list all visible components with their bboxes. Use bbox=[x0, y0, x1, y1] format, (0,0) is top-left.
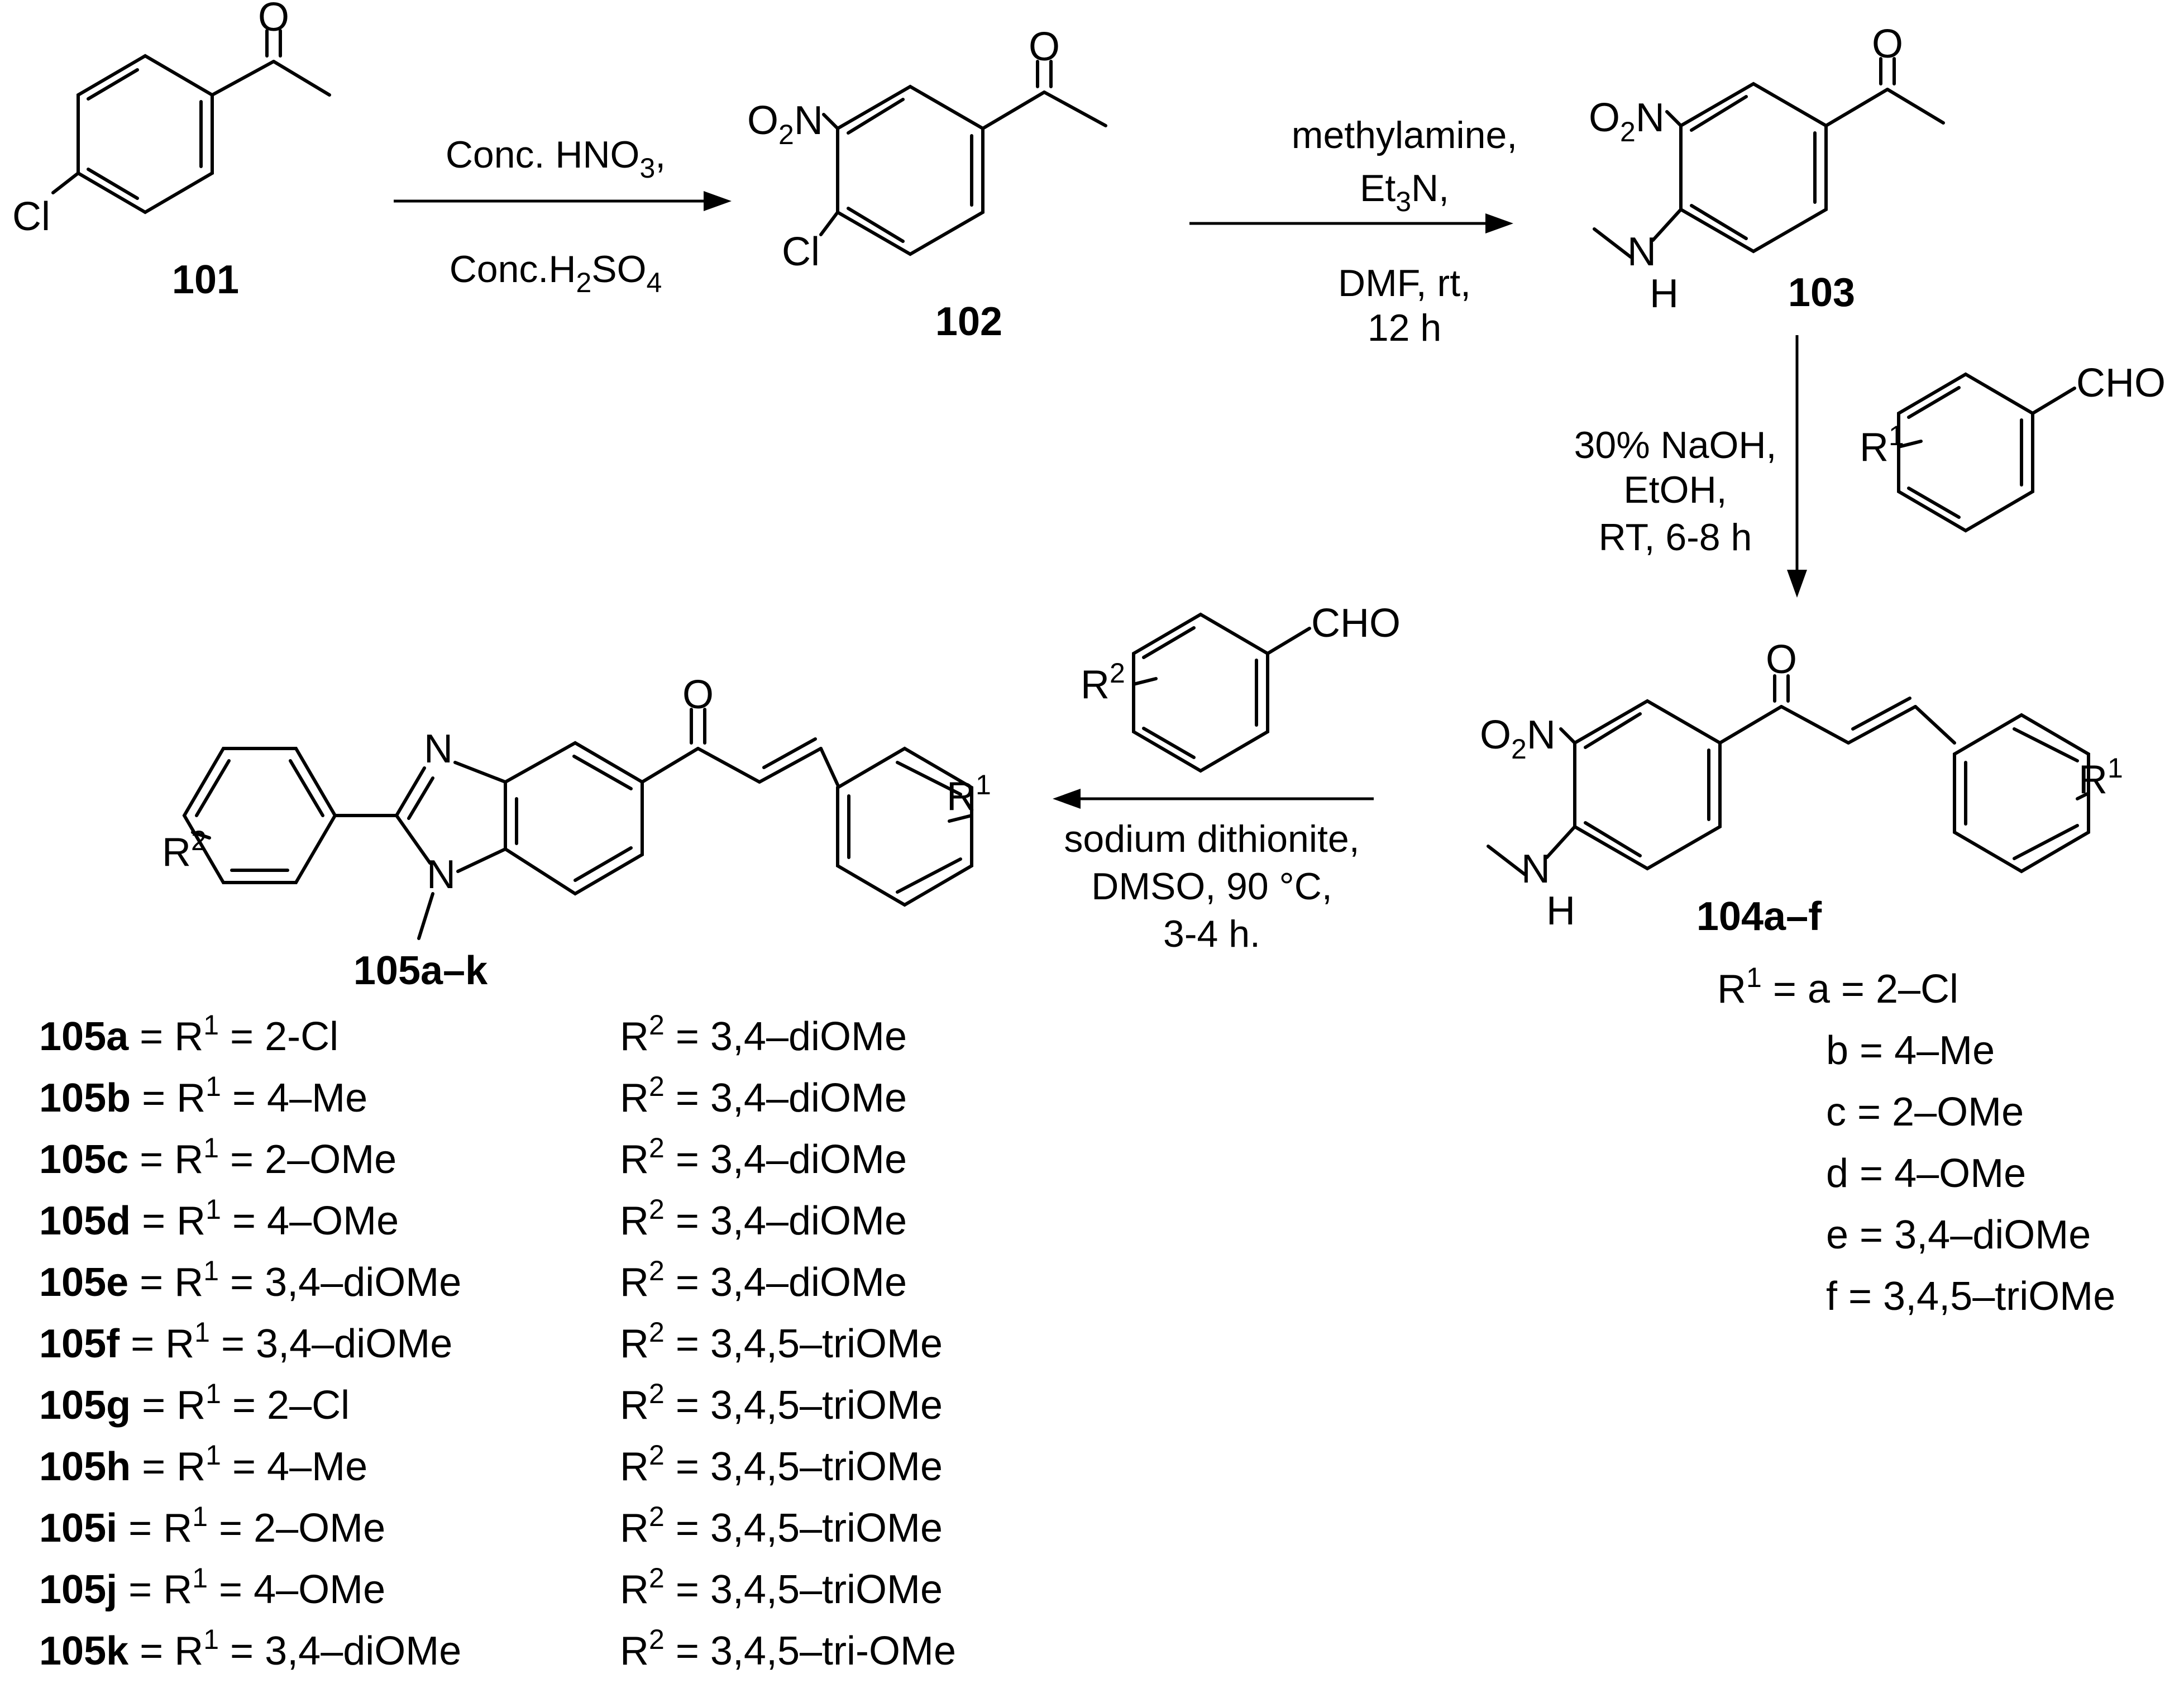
step1-condition-line2: Conc.H2SO4 bbox=[450, 248, 662, 298]
compound-label-105: 105a–k bbox=[353, 948, 488, 993]
step4-condition-line2: DMSO, 90 °C, bbox=[1091, 865, 1332, 908]
nitro-group: O2N bbox=[1589, 96, 1665, 147]
arrow-head-4 bbox=[1053, 789, 1081, 809]
step2-condition-line3: DMF, rt, bbox=[1338, 262, 1471, 304]
atom-o: O bbox=[1872, 22, 1903, 66]
step3-condition-line2: EtOH, bbox=[1623, 469, 1727, 511]
table-row-r1: 105f = R1 = 3,4–diOMe bbox=[39, 1317, 452, 1366]
compound-102-structure: O O2N Cl bbox=[747, 25, 1107, 274]
r2-substituent: R2 bbox=[1081, 657, 1125, 707]
r1-list-head: R1 = a = 2–Cl bbox=[1717, 962, 1958, 1012]
compound-label-101: 101 bbox=[172, 258, 239, 302]
r1-list-item: f = 3,4,5–triOMe bbox=[1826, 1274, 2115, 1319]
atom-n: N bbox=[1521, 847, 1550, 891]
r1-list-item: e = 3,4–diOMe bbox=[1826, 1213, 2091, 1257]
arrow-head-3 bbox=[1787, 570, 1807, 598]
table-row-r1: 105j = R1 = 4–OMe bbox=[39, 1562, 385, 1612]
table-row-r1: 105b = R1 = 4–Me bbox=[39, 1071, 367, 1120]
atom-n: N bbox=[424, 727, 453, 771]
table-row-r1: 105a = R1 = 2-Cl bbox=[39, 1009, 338, 1059]
r2-substituent: R2 bbox=[162, 825, 207, 875]
compound-label-103: 103 bbox=[1788, 270, 1855, 315]
atom-o: O bbox=[1029, 25, 1060, 69]
r1-list-item: d = 4–OMe bbox=[1826, 1151, 2026, 1196]
arrow-head-1 bbox=[704, 191, 732, 211]
aldehyde-group: CHO bbox=[2076, 361, 2166, 406]
table-row-r1: 105g = R1 = 2–Cl bbox=[39, 1378, 350, 1428]
table-row-r2: R2 = 3,4,5–triOMe bbox=[620, 1501, 943, 1551]
r1-substituent: R1 bbox=[947, 769, 991, 819]
step2-condition-line4: 12 h bbox=[1368, 307, 1441, 349]
atom-n: N bbox=[1627, 230, 1656, 274]
table-row-r1: 105c = R1 = 2–OMe bbox=[39, 1132, 396, 1182]
table-row-r2: R2 = 3,4–diOMe bbox=[620, 1009, 907, 1059]
table-row-r1: 105i = R1 = 2–OMe bbox=[39, 1501, 385, 1551]
aldehyde-r2-structure: CHO R2 bbox=[1081, 601, 1401, 773]
nitro-group: O2N bbox=[1480, 713, 1556, 765]
atom-n: N bbox=[427, 852, 456, 897]
compound-101-structure: O Cl bbox=[12, 0, 331, 239]
step3-condition-line3: RT, 6-8 h bbox=[1599, 516, 1752, 559]
table-row-r2: R2 = 3,4,5–triOMe bbox=[620, 1317, 943, 1366]
arrow-head-2 bbox=[1485, 213, 1513, 233]
step2-condition-line2: Et3N, bbox=[1360, 167, 1449, 217]
atom-o: O bbox=[1766, 637, 1797, 682]
aldehyde-r1-structure: CHO R1 bbox=[1860, 361, 2166, 533]
table-row-r1: 105k = R1 = 3,4–diOMe bbox=[39, 1624, 461, 1673]
table-row-r1: 105h = R1 = 4–Me bbox=[39, 1439, 367, 1489]
table-row-r2: R2 = 3,4–diOMe bbox=[620, 1194, 907, 1243]
table-row-r2: R2 = 3,4–diOMe bbox=[620, 1255, 907, 1305]
step3-condition-line1: 30% NaOH, bbox=[1574, 424, 1777, 466]
atom-cl: Cl bbox=[782, 230, 820, 274]
table-row-r1: 105d = R1 = 4–OMe bbox=[39, 1194, 399, 1243]
r1-list-item: b = 4–Me bbox=[1826, 1028, 1995, 1073]
r1-substituent: R1 bbox=[2078, 752, 2123, 802]
compound-105-structure: R2 N N O R1 bbox=[162, 673, 991, 940]
table-row-r2: R2 = 3,4–diOMe bbox=[620, 1071, 907, 1120]
aldehyde-group: CHO bbox=[1311, 601, 1401, 646]
compound-103-structure: O O2N N H bbox=[1589, 22, 1945, 316]
atom-h: H bbox=[1650, 271, 1679, 316]
atom-h: H bbox=[1546, 889, 1575, 933]
atom-cl: Cl bbox=[12, 194, 50, 239]
atom-o: O bbox=[258, 0, 289, 40]
compound-label-104: 104a–f bbox=[1696, 894, 1822, 939]
step1-condition-line1: Conc. HNO3, bbox=[446, 133, 666, 184]
r1-substituent-list: R1 = a = 2–Cl b = 4–Me c = 2–OMe d = 4–O… bbox=[1717, 962, 2115, 1319]
atom-o: O bbox=[682, 673, 714, 717]
step2-condition-line1: methylamine, bbox=[1292, 114, 1517, 156]
compound-104-structure: O O2N N H R1 bbox=[1480, 637, 2123, 933]
nitro-group: O2N bbox=[747, 98, 823, 150]
compound-label-102: 102 bbox=[935, 299, 1002, 344]
r1-substituent: R1 bbox=[1860, 420, 1904, 470]
table-row-r2: R2 = 3,4,5–triOMe bbox=[620, 1378, 943, 1428]
step4-condition-line1: sodium dithionite, bbox=[1064, 818, 1359, 860]
table-row-r2: R2 = 3,4,5–triOMe bbox=[620, 1439, 943, 1489]
r1-list-item: c = 2–OMe bbox=[1826, 1090, 2024, 1134]
table-row-r1: 105e = R1 = 3,4–diOMe bbox=[39, 1255, 461, 1305]
table-row-r2: R2 = 3,4,5–tri-OMe bbox=[620, 1624, 956, 1673]
table-row-r2: R2 = 3,4–diOMe bbox=[620, 1132, 907, 1182]
table-row-r2: R2 = 3,4,5–triOMe bbox=[620, 1562, 943, 1612]
step4-condition-line3: 3-4 h. bbox=[1163, 913, 1260, 955]
product-105-table: 105a = R1 = 2-Cl R2 = 3,4–diOMe 105b = R1 … bbox=[39, 1009, 956, 1673]
